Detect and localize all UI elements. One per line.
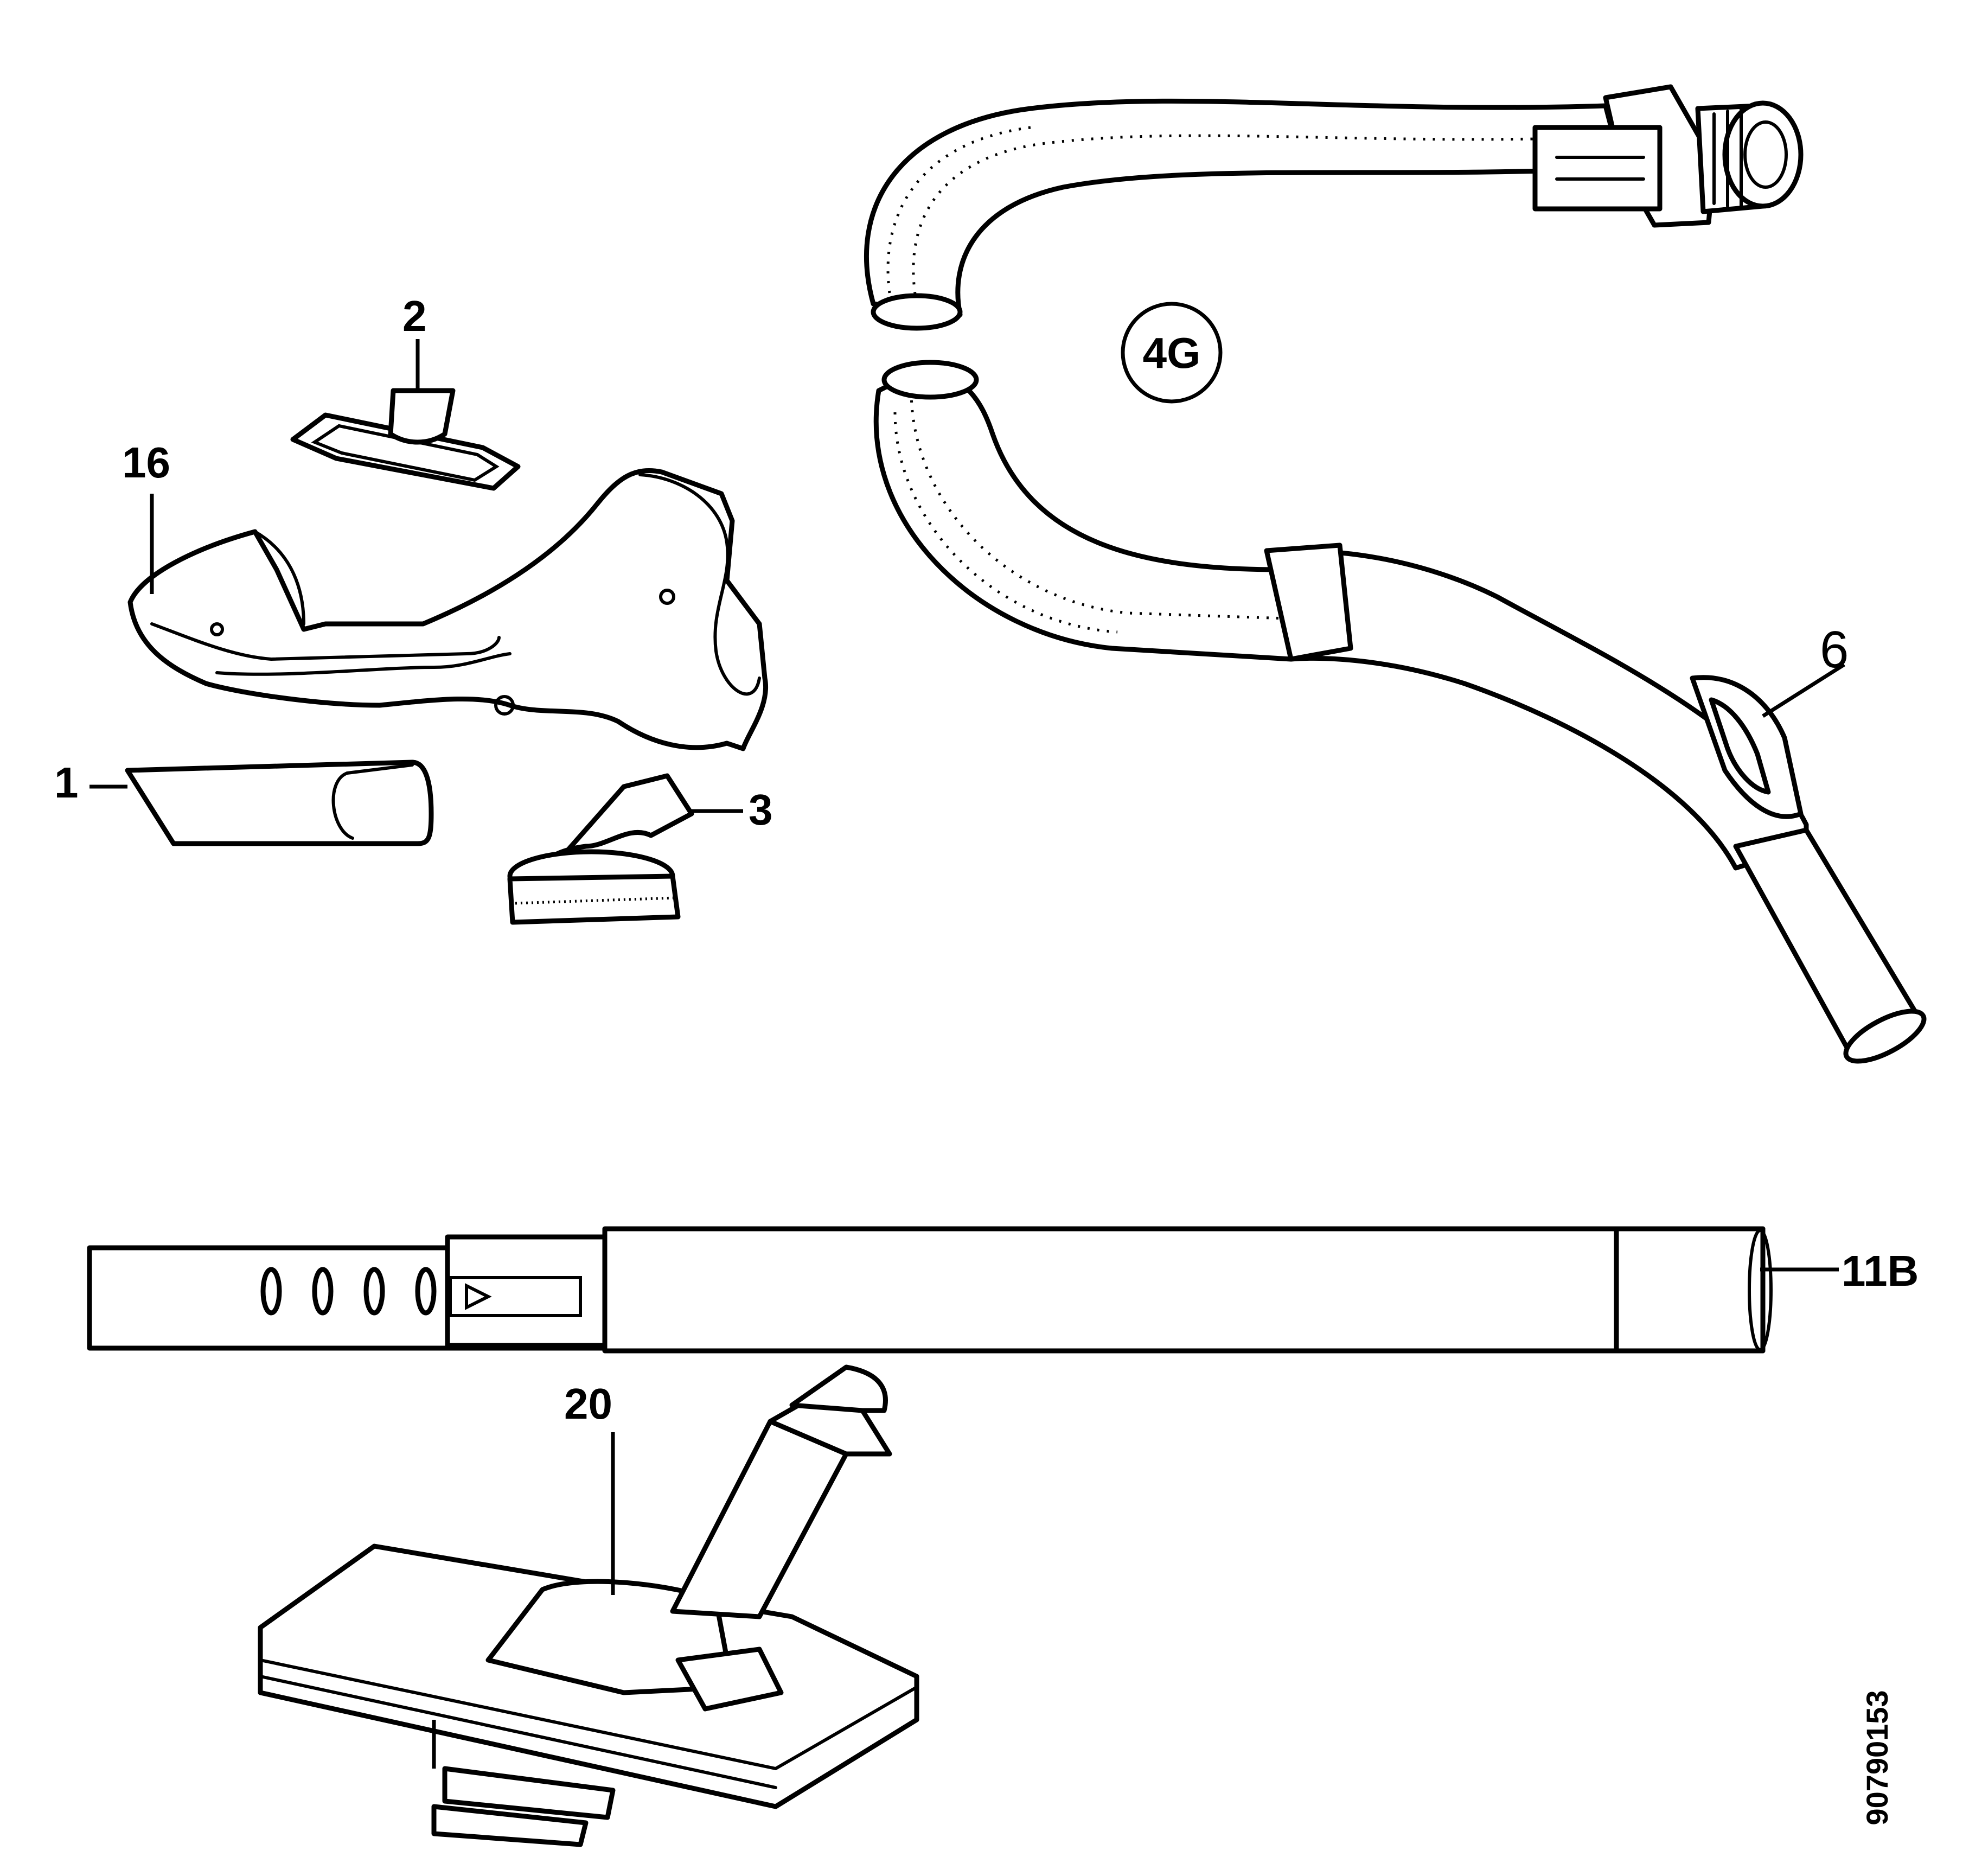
leader-lines — [89, 339, 1845, 1769]
dusting-brush — [507, 773, 694, 925]
hose-assembly — [864, 84, 1927, 1064]
hose-handle — [1264, 543, 1927, 1064]
upholstery-nozzle — [290, 388, 521, 491]
label-3: 3 — [749, 786, 773, 834]
lower-hose-segment — [873, 360, 1294, 662]
hose-connector — [1532, 84, 1804, 228]
label-2: 2 — [402, 292, 427, 340]
label-1: 1 — [54, 758, 79, 807]
label-11b: 11B — [1842, 1247, 1919, 1295]
group-badge-4g: 4G — [1121, 302, 1223, 404]
label-6: 6 — [1820, 621, 1849, 679]
upper-hose-segment — [864, 98, 1625, 331]
label-4g: 4G — [1143, 329, 1201, 377]
floor-nozzle — [258, 1364, 919, 1847]
telescopic-tube — [87, 1226, 1773, 1354]
crevice-tool — [125, 760, 434, 846]
drawing-number: 90790153 — [1860, 1690, 1894, 1825]
label-16: 16 — [122, 438, 170, 487]
accessory-holder — [127, 468, 768, 751]
label-20: 20 — [564, 1380, 612, 1428]
